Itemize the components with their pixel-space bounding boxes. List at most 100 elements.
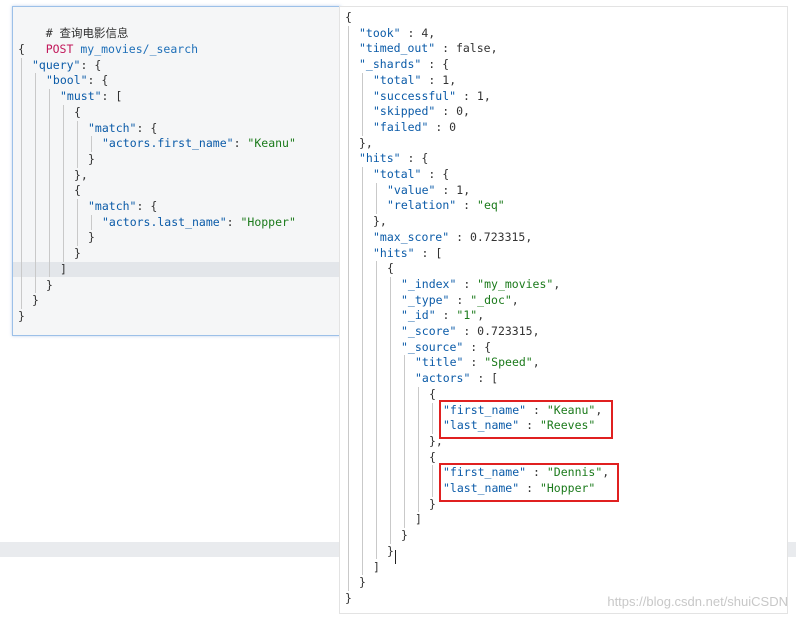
highlight-box-keanu (439, 400, 613, 439)
json-punct: } (88, 230, 95, 245)
json-punct: : (435, 308, 457, 323)
highlight-box-dennis (439, 463, 619, 502)
json-punct: }, (359, 135, 373, 150)
response-code-line: "hits" : [ (340, 246, 787, 262)
json-key: "first_name" (443, 465, 527, 480)
response-code-line: } (340, 575, 787, 591)
indent-guide (348, 25, 349, 591)
json-string: "_doc" (470, 292, 512, 307)
indent-guide (91, 214, 92, 231)
response-code-line: ] (340, 560, 787, 576)
json-value: 0 (456, 104, 464, 119)
response-code-line: "_shards" : { (340, 57, 787, 73)
request-line[interactable]: POST my_movies/_search (13, 26, 340, 56)
json-punct: : (526, 465, 547, 480)
json-key: "took" (359, 25, 401, 40)
json-punct: : (428, 119, 450, 134)
indent-guide (362, 167, 363, 576)
indent-guide (77, 199, 78, 247)
json-punct: } (401, 528, 408, 543)
json-key: "last_name" (443, 418, 520, 433)
json-punct: : (449, 292, 471, 307)
json-punct: : (456, 88, 477, 103)
json-punct: : (421, 72, 443, 87)
response-code-line: "relation" : "eq" (340, 198, 787, 214)
request-editor[interactable]: # 查询电影信息 POST my_movies/_search {"query"… (12, 6, 341, 336)
json-punct: ] (373, 559, 380, 574)
json-punct: , (449, 72, 457, 87)
json-punct: { (18, 42, 25, 56)
json-punct: } (359, 575, 366, 590)
http-method[interactable]: POST (45, 41, 74, 56)
json-value: 4 (421, 25, 429, 40)
response-code-line: { (340, 261, 787, 277)
response-code-line: "last_name" : "Hopper" (340, 481, 787, 497)
json-value: false (455, 41, 491, 56)
json-punct: ] (60, 261, 67, 276)
json-key: "failed" (373, 119, 429, 134)
json-punct: } (345, 590, 352, 605)
json-punct: : { (421, 57, 450, 72)
request-code-line: "actors.first_name": "Keanu" (13, 136, 340, 152)
response-code-line: "last_name" : "Reeves" (340, 418, 787, 434)
indent-guide (91, 136, 92, 152)
json-punct: : { (136, 120, 158, 135)
json-punct: { (74, 183, 81, 198)
json-punct: : (233, 136, 248, 151)
json-key: "_score" (401, 324, 457, 338)
request-code-line: } (13, 293, 340, 309)
response-code-line: "_id" : "1", (340, 308, 787, 324)
json-key: "title" (415, 355, 464, 370)
json-punct: : (526, 402, 547, 417)
indent-guide (390, 276, 391, 544)
json-key: "_index" (401, 276, 457, 291)
request-code-line: "match": { (13, 121, 340, 137)
json-punct: : { (80, 57, 102, 72)
json-punct: : (519, 418, 540, 433)
json-punct: : (435, 104, 457, 119)
response-code-line: "skipped" : 0, (340, 104, 787, 120)
json-punct: , (532, 324, 540, 338)
json-punct: : (400, 25, 422, 40)
request-code-line: "must": [ (13, 89, 340, 105)
watermark: https://blog.csdn.net/shuiCSDN (607, 594, 788, 609)
indent-guide (362, 72, 363, 136)
json-string: "1" (456, 308, 478, 323)
request-code-line: } (13, 309, 340, 325)
request-path[interactable]: my_movies/_search (80, 41, 199, 56)
json-string: "Hopper" (539, 481, 596, 495)
request-code-line: "actors.last_name": "Hopper" (13, 215, 340, 231)
indent-guide (376, 261, 377, 560)
json-punct: : [ (470, 371, 499, 386)
json-key: "_shards" (359, 57, 422, 72)
json-punct: , (463, 182, 471, 197)
json-key: "first_name" (443, 402, 527, 417)
json-string: "Hopper" (240, 214, 296, 229)
request-code-line: } (13, 278, 340, 294)
comment-text: # 查询电影信息 (45, 25, 129, 40)
request-code-line: } (13, 152, 340, 168)
json-punct: } (387, 543, 394, 558)
json-punct: }, (373, 214, 387, 229)
json-punct: , (490, 41, 498, 56)
json-key: "match" (88, 199, 137, 213)
json-key: "skipped" (373, 104, 436, 119)
response-code-line: "_source" : { (340, 340, 787, 356)
indent-guide (35, 73, 36, 294)
json-key: "bool" (46, 73, 88, 88)
json-key: "value" (387, 182, 436, 197)
request-code-line: { (13, 183, 340, 199)
request-code-line: ] (13, 261, 340, 278)
json-punct: : (456, 324, 478, 338)
indent-guide (432, 402, 433, 434)
request-code-line: { (13, 105, 340, 121)
json-punct: , (463, 104, 470, 119)
json-punct: } (18, 308, 25, 323)
response-code-line: "took" : 4, (340, 26, 787, 42)
json-punct: ] (415, 512, 422, 527)
response-viewer[interactable]: {"took" : 4,"timed_out" : false,"_shards… (339, 6, 788, 614)
response-code-line: "hits" : { (340, 151, 787, 167)
response-code-line: "max_score" : 0.723315, (340, 230, 787, 246)
json-punct: } (74, 246, 81, 261)
json-punct: : (519, 481, 540, 495)
